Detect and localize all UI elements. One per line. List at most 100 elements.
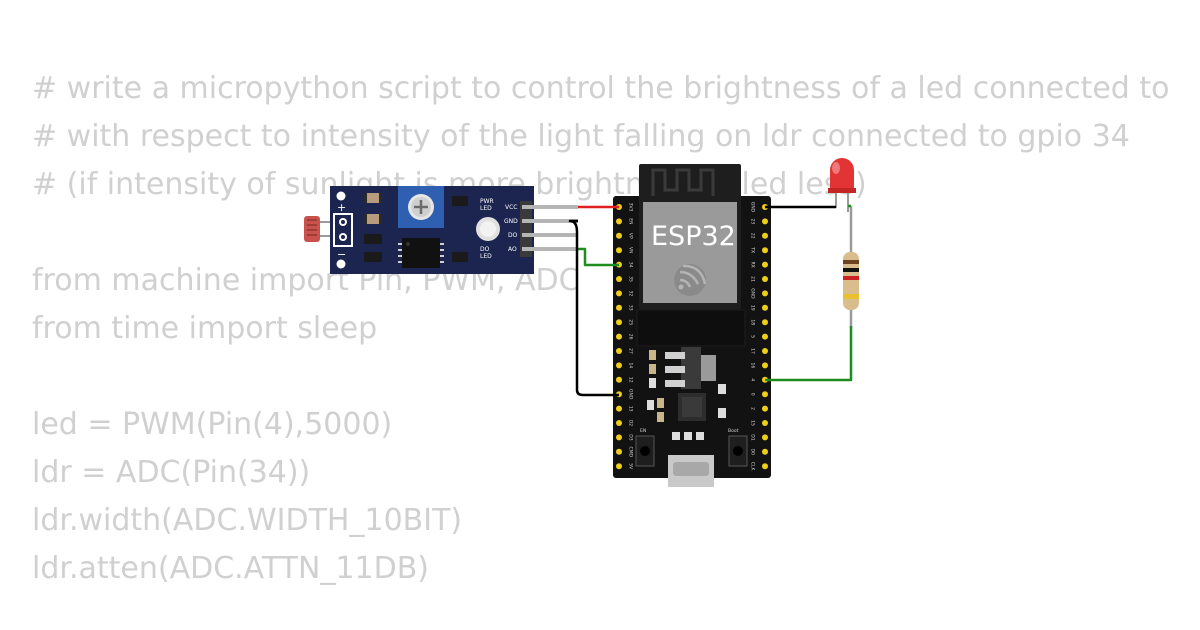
esp32-label: ESP32	[651, 221, 736, 252]
left-pin-label: VP	[628, 233, 634, 239]
left-pin-label: GND	[628, 389, 634, 400]
voltage-regulator	[665, 347, 716, 389]
espressif-logo-icon	[674, 264, 707, 296]
wire-gnd-module	[568, 219, 619, 397]
left-pin-label: 3V3	[628, 203, 634, 212]
right-pin[interactable]	[762, 405, 768, 412]
red-led[interactable]	[828, 158, 856, 212]
left-pin[interactable]	[616, 333, 622, 340]
left-pin-label: 5V	[628, 463, 634, 470]
left-pin[interactable]	[616, 420, 622, 426]
left-pin[interactable]	[616, 463, 622, 470]
left-pin[interactable]	[616, 247, 622, 254]
resistor[interactable]	[843, 206, 859, 328]
en-label: EN	[640, 428, 646, 434]
pin-label-gnd: GND	[504, 218, 518, 225]
code-line: # with respect to intensity of the light…	[32, 119, 1130, 154]
wire-gpio4	[765, 326, 853, 382]
right-pin-label: 2	[750, 407, 756, 410]
right-pin[interactable]	[762, 218, 768, 225]
left-pin-label: 33	[628, 305, 634, 311]
left-pin[interactable]	[616, 362, 622, 369]
code-line: from time import sleep	[32, 311, 378, 346]
minus-label: −	[337, 248, 346, 261]
right-pin[interactable]	[762, 304, 768, 311]
right-pin[interactable]	[762, 391, 768, 398]
code-line: ldr.width(ADC.WIDTH_10BIT)	[32, 503, 463, 538]
pin-label-do: DO	[508, 232, 518, 239]
right-pin-label: GND	[750, 288, 756, 299]
right-pin-label: 4	[750, 378, 756, 381]
left-pin[interactable]	[616, 218, 622, 225]
right-pin-label: GND	[750, 202, 756, 213]
photoresistor[interactable]	[304, 216, 334, 242]
right-pin[interactable]	[762, 333, 768, 340]
right-pin[interactable]	[762, 319, 768, 326]
left-pin[interactable]	[616, 434, 622, 441]
left-pin[interactable]	[616, 232, 622, 239]
right-pin-label: 19	[750, 305, 756, 311]
left-pin-label: 34	[628, 262, 634, 268]
left-pin[interactable]	[616, 276, 622, 282]
left-pin[interactable]	[616, 448, 622, 455]
ldr-sensor-module[interactable]: + − PWR LED DO LED VCC GND DO	[304, 186, 578, 274]
left-pin[interactable]	[616, 319, 622, 326]
right-pin[interactable]	[762, 420, 768, 426]
right-pin[interactable]	[762, 463, 768, 470]
left-pin-label: D2	[628, 420, 634, 426]
code-line: ldr = ADC(Pin(34))	[32, 455, 311, 490]
pin-label-vcc: VCC	[505, 204, 517, 211]
right-pin-label: 15	[750, 420, 756, 426]
left-pin[interactable]	[616, 348, 622, 354]
left-pin[interactable]	[616, 405, 622, 412]
left-pin[interactable]	[616, 376, 622, 383]
module-header-pins[interactable]	[520, 201, 578, 257]
esp32-board[interactable]: ESP32 EN Boot	[613, 164, 771, 487]
left-pin[interactable]	[616, 304, 622, 311]
right-pin[interactable]	[762, 232, 768, 239]
left-pin-label: 32	[628, 291, 634, 297]
left-pin-label: 35	[628, 276, 634, 282]
comparator-chip	[398, 238, 444, 268]
right-pin-label: RX	[750, 261, 756, 267]
right-pin[interactable]	[762, 448, 768, 455]
right-pin-label: 22	[750, 233, 756, 239]
right-pin-label: TX	[750, 246, 756, 253]
right-pin[interactable]	[762, 276, 768, 282]
right-pin[interactable]	[762, 348, 768, 354]
right-pin-label: D1	[750, 434, 756, 440]
left-pin-label: 14	[628, 363, 634, 369]
left-pin-label: CMD	[628, 447, 634, 458]
left-pin-label: D3	[628, 434, 634, 440]
left-pin-label: EN	[628, 218, 634, 224]
do-led-label-1: DO	[480, 246, 490, 253]
right-pin-label: 17	[750, 348, 756, 354]
boot-label: Boot	[728, 428, 739, 434]
do-led-label-2: LED	[480, 253, 492, 260]
right-pin-label: D0	[750, 449, 756, 455]
code-text: # write a micropython script to control …	[32, 68, 1169, 596]
potentiometer[interactable]	[398, 186, 444, 228]
wires[interactable]	[568, 204, 853, 397]
right-pin[interactable]	[762, 261, 768, 268]
right-pin[interactable]	[762, 434, 768, 441]
wire-ao	[578, 247, 619, 267]
left-pin-label: 25	[628, 319, 634, 325]
pin-label-ao: AO	[508, 246, 517, 253]
right-pin-label: 23	[750, 219, 756, 225]
left-pin[interactable]	[616, 290, 622, 297]
right-pin-label: 5	[750, 335, 756, 338]
right-pin[interactable]	[762, 290, 768, 297]
right-pin-label: CLK	[750, 462, 756, 472]
right-pin-label: 16	[750, 363, 756, 369]
right-pin-label: 0	[750, 393, 756, 396]
right-pin-label: 18	[750, 319, 756, 325]
pwr-label-1: PWR	[480, 198, 494, 205]
esp32-left-pin-header[interactable]: 3V3ENVPVN343532332526271412GND13D2D3CMD5…	[616, 203, 634, 470]
right-pin[interactable]	[762, 362, 768, 369]
pwr-label-2: LED	[480, 205, 492, 212]
right-pin[interactable]	[762, 247, 768, 254]
right-pin-label: 21	[750, 276, 756, 282]
